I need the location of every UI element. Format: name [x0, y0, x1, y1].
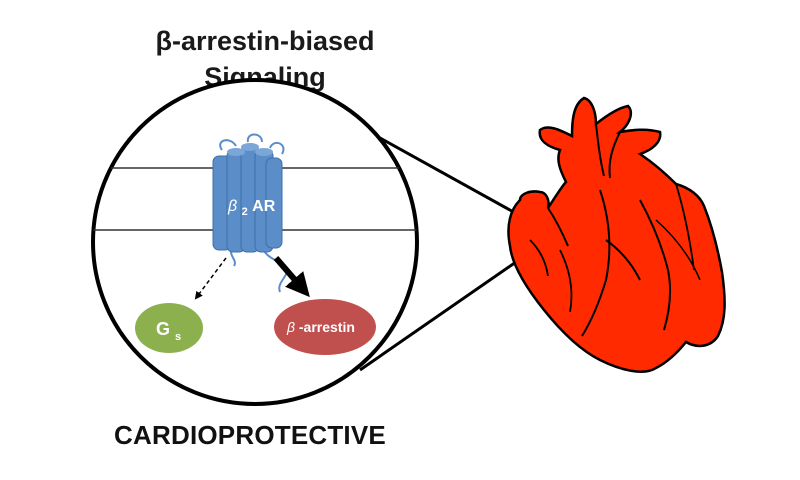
gs-dashed-arrow	[194, 257, 227, 300]
beta-arrestin-protein: β -arrestin	[274, 299, 376, 355]
gs-label: G s	[156, 319, 181, 343]
receptor-b2ar: β 2 AR	[212, 133, 288, 293]
receptor-label: β 2 AR	[227, 198, 276, 219]
arrestin-label: β -arrestin	[286, 319, 355, 335]
title-line-1: β-arrestin-biased	[155, 26, 375, 56]
arrestin-bold-arrow	[273, 256, 310, 298]
footer-label: CARDIOPROTECTIVE	[114, 420, 386, 450]
heart-illustration	[507, 96, 726, 373]
gs-protein: G s	[135, 303, 203, 353]
